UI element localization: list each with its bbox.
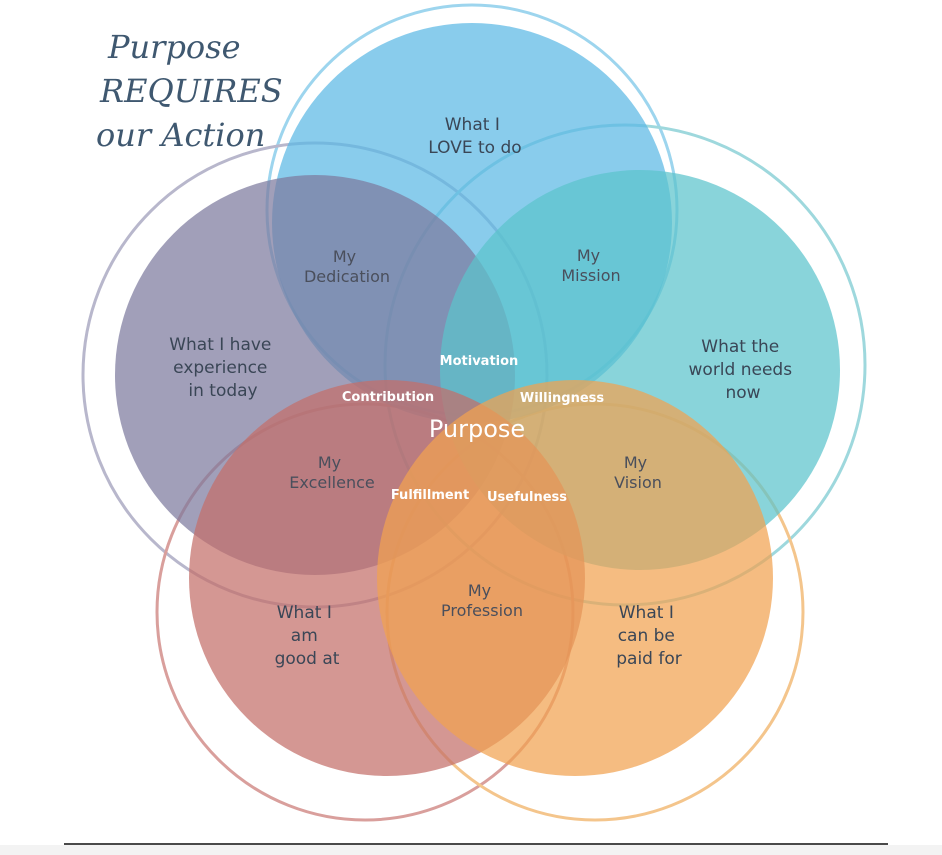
title-line: our Action [96, 116, 265, 154]
overlap-label-mission: My Mission [561, 246, 620, 285]
overlap-label-profession: My Profession [441, 581, 523, 620]
petal-label-paid: What I can be paid for [616, 603, 682, 669]
petal-label-love: What I LOVE to do [428, 115, 521, 158]
inner-label-motivation: Motivation [440, 354, 519, 369]
petal-circle-paid [377, 380, 773, 776]
petal-label-good: What I am good at [275, 603, 340, 669]
inner-label-usefulness: Usefulness [487, 490, 567, 505]
center-label-purpose: Purpose [429, 415, 525, 443]
title-line: REQUIRES [99, 72, 283, 110]
petal-label-world: What the world needs now [689, 337, 798, 403]
overlap-label-vision: My Vision [614, 453, 662, 492]
petal-circles [115, 23, 840, 776]
inner-label-fulfillment: Fulfillment [391, 488, 469, 503]
bottom-divider [64, 843, 888, 845]
diagram-title: Purpose REQUIRES our Action [96, 28, 293, 154]
bottom-band [0, 845, 942, 855]
inner-label-willingness: Willingness [520, 391, 605, 406]
title-line: Purpose [107, 28, 241, 66]
inner-label-contribution: Contribution [342, 390, 434, 405]
overlap-label-dedication: My Dedication [304, 247, 390, 286]
overlap-label-excellence: My Excellence [289, 453, 374, 492]
petal-label-experience: What I have experience in today [169, 335, 277, 401]
